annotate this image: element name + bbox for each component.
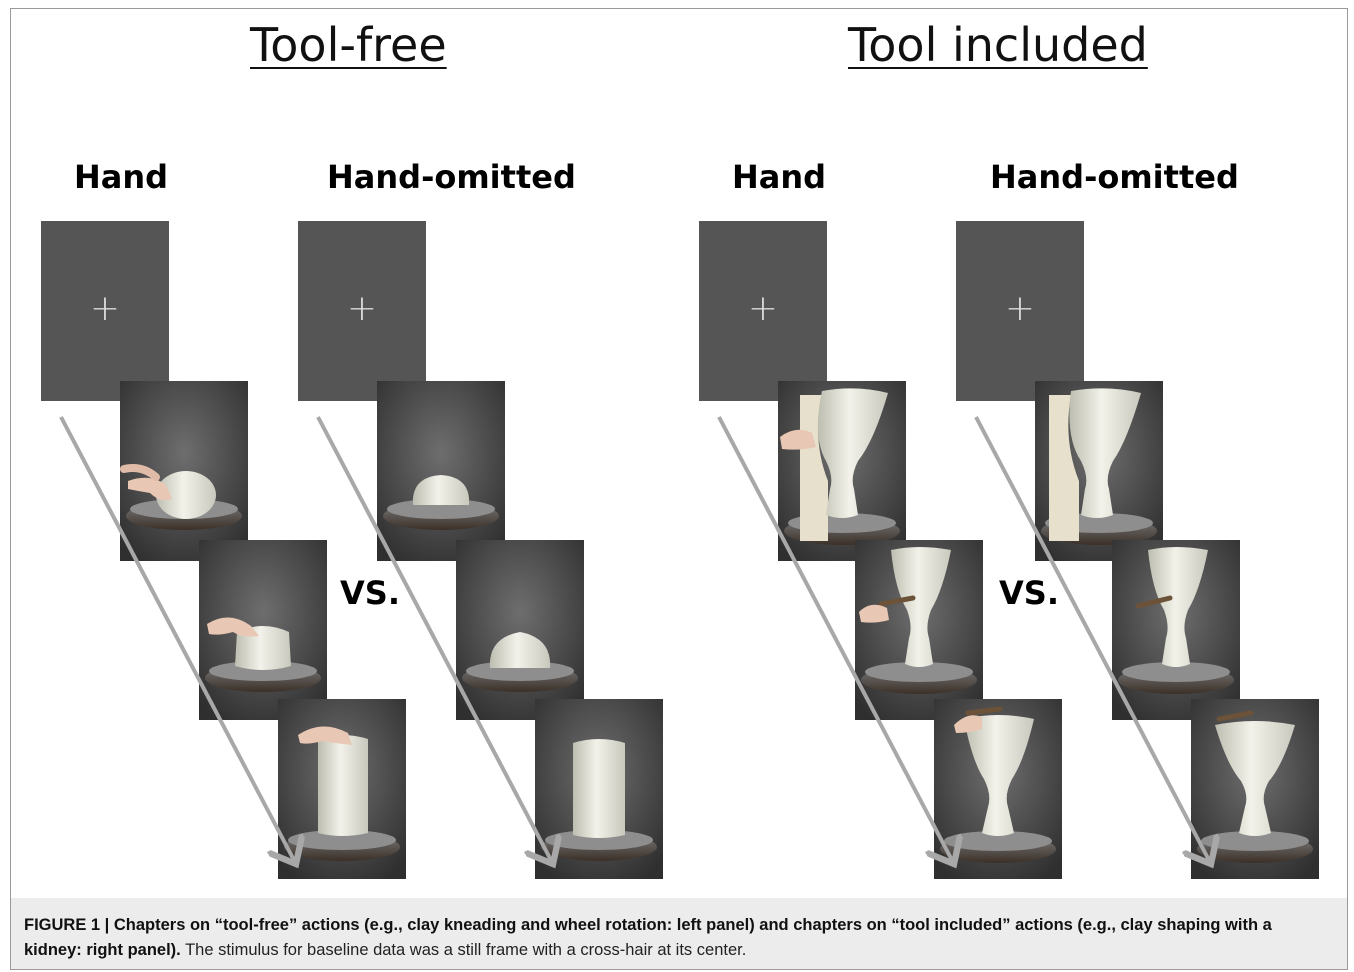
stimulus-frame-kneading-hand bbox=[120, 381, 248, 561]
panel-title-tool-free: Tool-free bbox=[250, 18, 447, 72]
stimulus-frame-kneading-hand bbox=[278, 699, 406, 879]
stimulus-frame-shaping-hand-omitted bbox=[1191, 699, 1319, 879]
column-heading-hand-omitted-toolincluded: Hand-omitted bbox=[990, 158, 1239, 196]
stimulus-frame-kneading-hand-omitted bbox=[535, 699, 663, 879]
cross-hair-icon: + bbox=[1004, 288, 1036, 329]
stimulus-frame-shaping-hand-omitted bbox=[1112, 540, 1240, 720]
fixation-frame: + bbox=[956, 221, 1084, 401]
column-heading-hand-toolincluded: Hand bbox=[732, 158, 827, 196]
caption-label: FIGURE 1 | Chapters on “tool-free” actio… bbox=[24, 916, 1272, 959]
column-heading-hand-omitted-toolfree: Hand-omitted bbox=[327, 158, 576, 196]
stimulus-frame-shaping-hand bbox=[855, 540, 983, 720]
cross-hair-icon: + bbox=[747, 288, 779, 329]
stimulus-frame-shaping-hand bbox=[934, 699, 1062, 879]
panel-title-tool-included: Tool included bbox=[848, 18, 1148, 72]
cross-hair-icon: + bbox=[346, 288, 378, 329]
stimulus-frame-kneading-hand-omitted bbox=[377, 381, 505, 561]
stimulus-frame-shaping-hand bbox=[778, 381, 906, 561]
stimulus-frame-kneading-hand bbox=[199, 540, 327, 720]
fixation-frame: + bbox=[41, 221, 169, 401]
caption-background bbox=[11, 898, 1347, 969]
fixation-frame: + bbox=[298, 221, 426, 401]
fixation-frame: + bbox=[699, 221, 827, 401]
column-heading-hand-toolfree: Hand bbox=[74, 158, 169, 196]
caption-text: The stimulus for baseline data was a sti… bbox=[185, 941, 747, 959]
vs-label-toolfree: VS. bbox=[340, 574, 400, 612]
vs-label-toolincluded: VS. bbox=[999, 574, 1059, 612]
figure-caption: FIGURE 1 | Chapters on “tool-free” actio… bbox=[24, 913, 1324, 963]
figure-border bbox=[10, 8, 1348, 970]
stimulus-frame-kneading-hand-omitted bbox=[456, 540, 584, 720]
stimulus-frame-shaping-hand-omitted bbox=[1035, 381, 1163, 561]
cross-hair-icon: + bbox=[89, 288, 121, 329]
